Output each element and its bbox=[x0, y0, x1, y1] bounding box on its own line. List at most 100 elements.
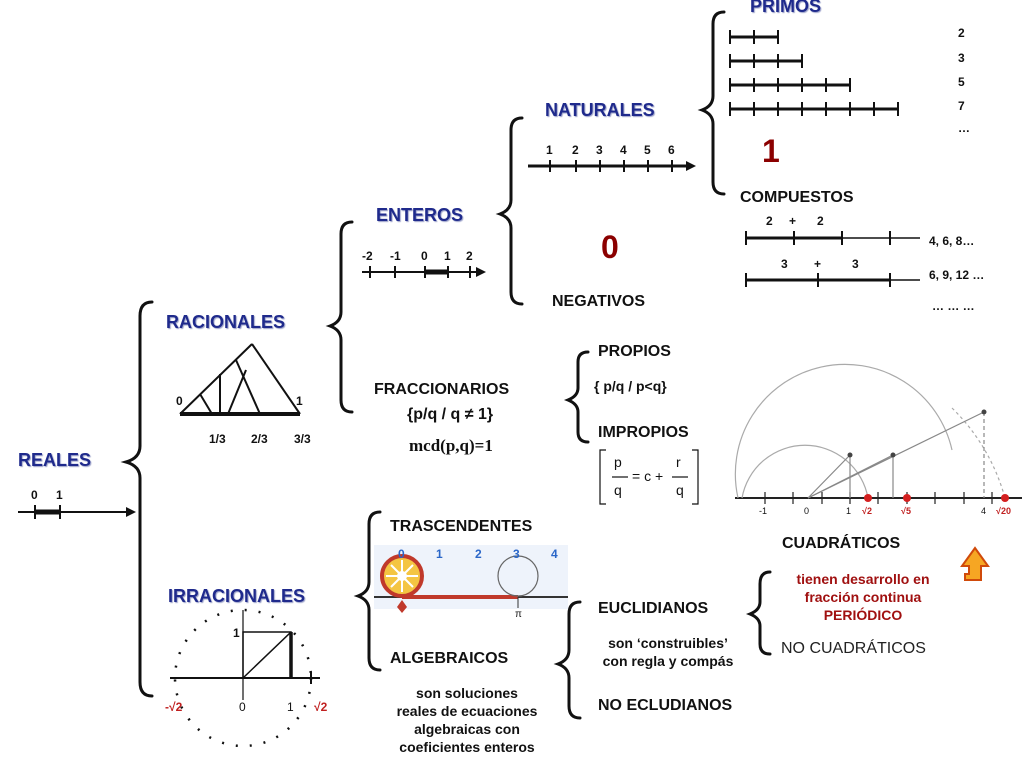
trascendentes-tick-label: 2 bbox=[475, 547, 482, 561]
primo-value: … bbox=[958, 121, 970, 135]
brace-euclidianos bbox=[745, 570, 772, 656]
enteros-tick-label: 2 bbox=[466, 249, 473, 263]
racionales-fraction-1-3: 1/3 bbox=[209, 432, 226, 446]
formula-p: p bbox=[614, 454, 622, 470]
no-euclidianos-title: NO ECLUDIANOS bbox=[598, 697, 733, 714]
enteros-tick-label: 0 bbox=[421, 249, 428, 263]
irracionales-zero: 0 bbox=[239, 700, 246, 714]
racionales-tick-1: 1 bbox=[296, 394, 303, 408]
naturales-tick-label: 3 bbox=[596, 143, 603, 157]
formula-equals-c: = c + bbox=[632, 468, 664, 484]
cuadraticos-note-line: PERIÓDICO bbox=[823, 607, 903, 623]
spiral-tick-label: √2 bbox=[862, 506, 872, 516]
neg-sqrt2-label: -√2 bbox=[165, 700, 183, 714]
enteros-tick-label: -2 bbox=[362, 249, 373, 263]
impropios-formula-frame bbox=[599, 449, 699, 505]
euclidianos-note: son ‘construibles’ con regla y compás bbox=[578, 634, 758, 670]
impropios-title: IMPROPIOS bbox=[598, 424, 689, 441]
naturales-tick-label: 1 bbox=[546, 143, 553, 157]
formula-q-denominator: q bbox=[676, 482, 684, 498]
enteros-tick-label: -1 bbox=[390, 249, 401, 263]
spiral-tick-label: √20 bbox=[996, 506, 1011, 516]
racionales-fraction-3-3: 3/3 bbox=[294, 432, 311, 446]
racionales-tick-0: 0 bbox=[176, 394, 183, 408]
algebraicos-title: ALGEBRAICOS bbox=[390, 650, 509, 667]
primo-value: 7 bbox=[958, 99, 965, 113]
compuesto-sum-part: 2 bbox=[766, 214, 773, 228]
algebraicos-note-line: reales de ecuaciones bbox=[396, 703, 538, 719]
number-one-label: 1 bbox=[762, 133, 780, 169]
pi-rolling-wheel-figure bbox=[374, 545, 568, 613]
compuesto-sum-part: 3 bbox=[852, 257, 859, 271]
compuesto-sum-part: + bbox=[789, 214, 797, 228]
fraccionarios-title: FRACCIONARIOS bbox=[374, 381, 510, 398]
compuesto-sum-part: 3 bbox=[781, 257, 788, 271]
reales-number-line bbox=[18, 505, 136, 519]
compuesto-sum-part: + bbox=[814, 257, 822, 271]
naturales-tick-label: 6 bbox=[668, 143, 675, 157]
cuadraticos-note-line: tienen desarrollo en bbox=[796, 571, 930, 587]
cuadraticos-note: tienen desarrollo en fracción continua P… bbox=[758, 570, 968, 624]
euclidianos-note-line: con regla y compás bbox=[602, 653, 734, 669]
propios-title: PROPIOS bbox=[598, 343, 671, 360]
primos-segments bbox=[729, 30, 899, 116]
irracionales-title: IRRACIONALES bbox=[168, 586, 306, 606]
enteros-title: ENTEROS bbox=[376, 205, 464, 225]
fraccionarios-mcd-condition: mcd(p,q)=1 bbox=[409, 436, 493, 455]
racionales-thales-figure bbox=[179, 343, 301, 416]
trascendentes-tick-label: 4 bbox=[551, 547, 558, 561]
formula-r: r bbox=[676, 454, 681, 470]
pi-label: π bbox=[515, 609, 522, 620]
euclidianos-title: EUCLIDIANOS bbox=[598, 600, 709, 617]
naturales-number-line bbox=[528, 160, 696, 172]
compuestos-list: 4, 6, 8… bbox=[929, 234, 975, 248]
naturales-title: NATURALES bbox=[545, 100, 655, 120]
compuestos-list: … … … bbox=[932, 299, 975, 313]
brace-irracionales bbox=[353, 510, 382, 672]
irracionales-one: 1 bbox=[287, 700, 294, 714]
no-cuadraticos-title: NO CUADRÁTICOS bbox=[781, 640, 926, 657]
primo-value: 2 bbox=[958, 26, 965, 40]
naturales-tick-label: 4 bbox=[620, 143, 627, 157]
spiral-tick-label: 1 bbox=[846, 506, 852, 516]
compuesto-sum-part: 2 bbox=[817, 214, 824, 228]
trascendentes-tick-label: 1 bbox=[436, 547, 443, 561]
primo-5-segment bbox=[729, 78, 851, 92]
reales-tick-1: 1 bbox=[56, 488, 63, 502]
primo-value: 5 bbox=[958, 75, 965, 89]
trascendentes-tick-label: 0 bbox=[398, 547, 405, 561]
compuesto-3-3-segment bbox=[745, 273, 920, 287]
trascendentes-tick-label: 3 bbox=[513, 547, 520, 561]
primo-7-segment bbox=[729, 102, 899, 116]
compuestos-list: 6, 9, 12 … bbox=[929, 268, 985, 282]
algebraicos-note-line: son soluciones bbox=[416, 685, 518, 701]
brace-algebraicos bbox=[553, 600, 582, 720]
sqrt2-circle-figure bbox=[170, 608, 320, 748]
algebraicos-note-line: algebraicas con bbox=[414, 721, 520, 737]
primo-3-segment bbox=[729, 54, 803, 68]
compuesto-2-2-segment bbox=[745, 231, 920, 245]
racionales-title: RACIONALES bbox=[166, 312, 286, 332]
propios-definition: { p/q / p<q} bbox=[594, 378, 667, 394]
spiral-tick-label: √5 bbox=[901, 506, 911, 516]
racionales-fraction-2-3: 2/3 bbox=[251, 432, 268, 446]
negativos-title: NEGATIVOS bbox=[552, 293, 646, 310]
brace-enteros bbox=[495, 116, 524, 306]
brace-fraccionarios bbox=[563, 350, 590, 444]
fraccionarios-set-definition: {p/q / q ≠ 1} bbox=[407, 406, 494, 423]
spiral-tick-label: -1 bbox=[759, 506, 768, 516]
primo-2-segment bbox=[729, 30, 779, 44]
brace-reales bbox=[120, 300, 154, 698]
sqrt2-label: √2 bbox=[314, 700, 328, 714]
primos-title: PRIMOS bbox=[750, 0, 822, 16]
spiral-tick-label: 0 bbox=[804, 506, 810, 516]
compuestos-segments bbox=[745, 231, 920, 287]
formula-q: q bbox=[614, 482, 622, 498]
irracionales-one-top: 1 bbox=[233, 626, 240, 640]
spiral-tick-label: 4 bbox=[981, 506, 987, 516]
brace-racionales bbox=[325, 220, 354, 414]
cuadraticos-note-line: fracción continua bbox=[804, 589, 922, 605]
cuadraticos-title: CUADRÁTICOS bbox=[782, 535, 901, 552]
compuestos-title: COMPUESTOS bbox=[740, 189, 854, 206]
